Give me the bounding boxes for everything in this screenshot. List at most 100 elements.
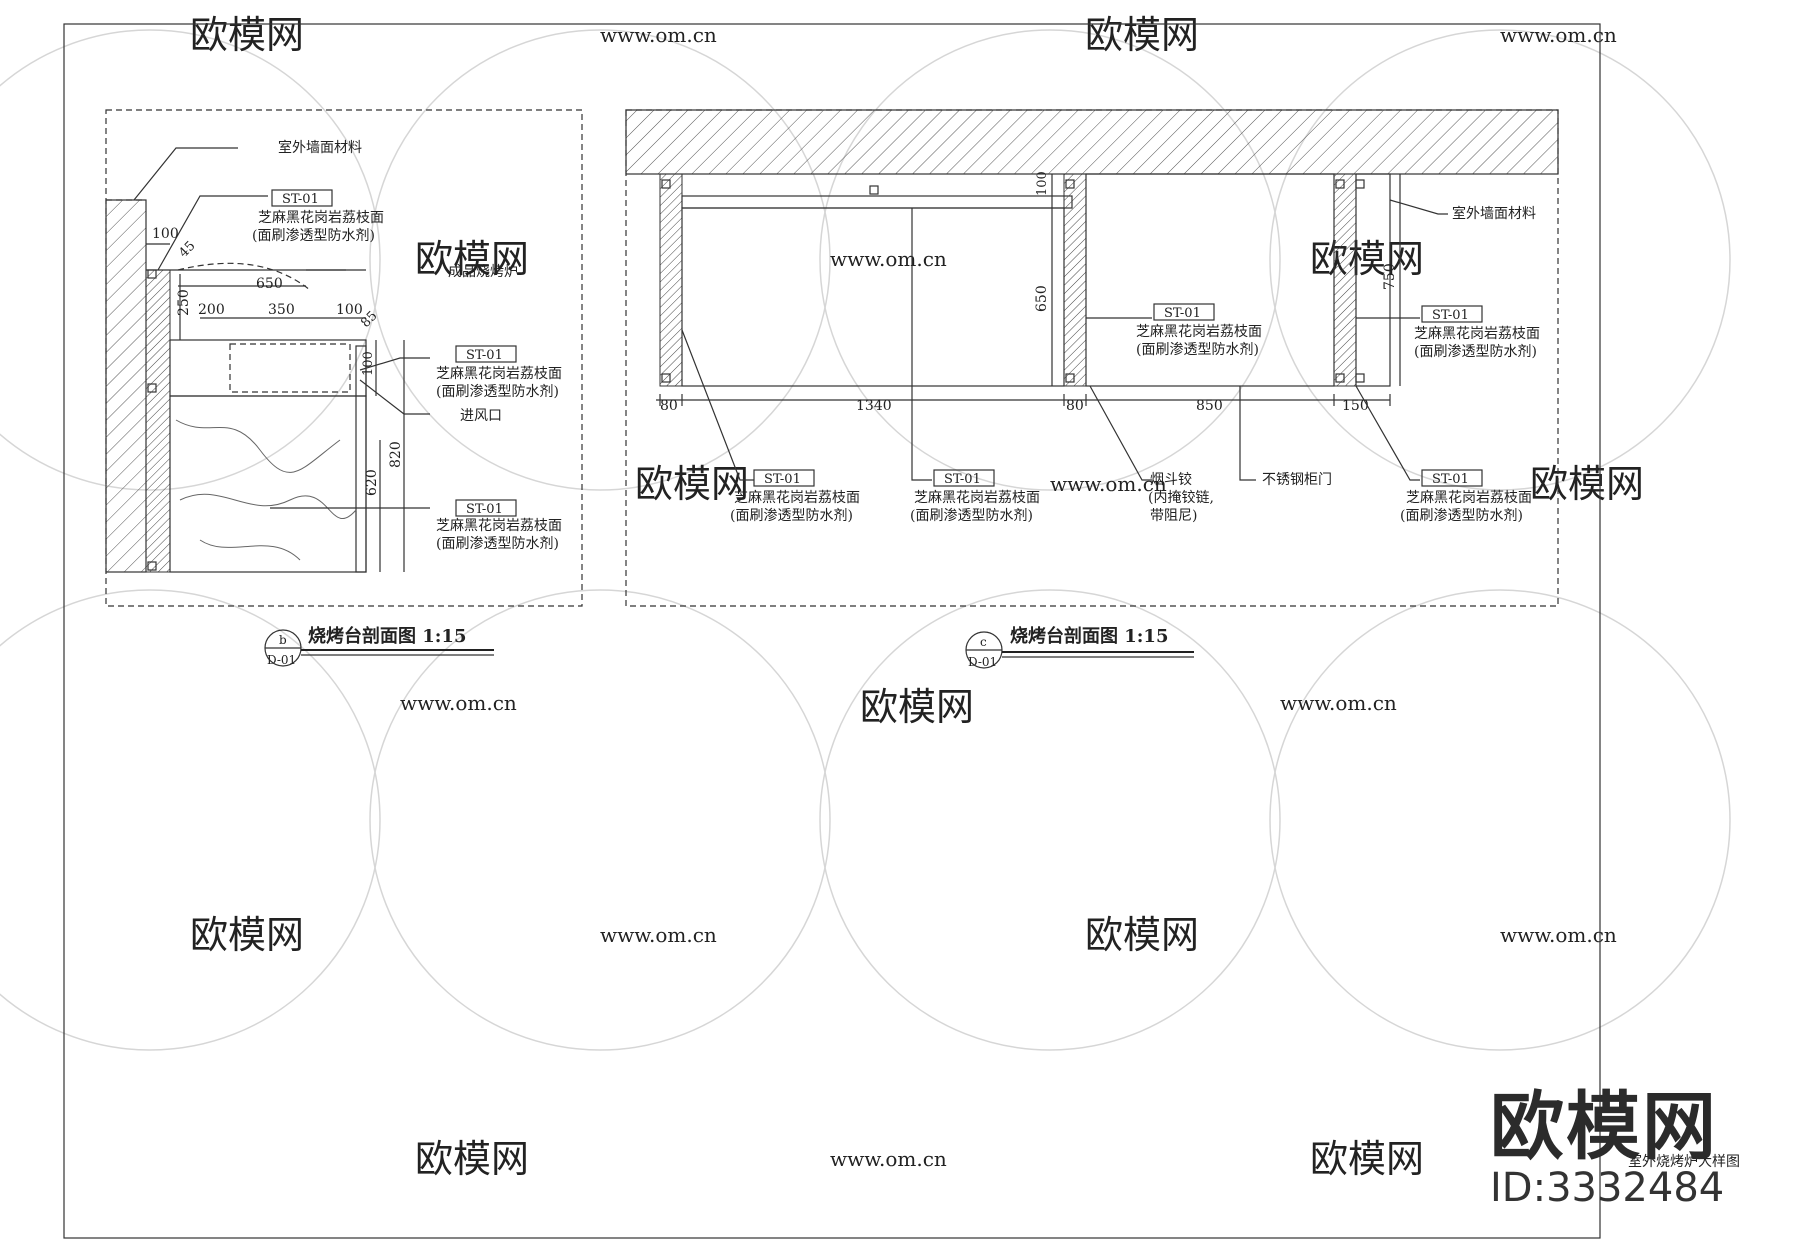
section-ref-bottom: D-01 <box>968 655 997 669</box>
section-title: 烧烤台剖面图 1:15 <box>1010 625 1168 647</box>
callout-line2: (面刷渗透型防水剂) <box>1400 508 1523 524</box>
callout-line1: 芝麻黑花岗岩荔枝面 <box>1414 326 1540 342</box>
callout-st01: ST-01 芝麻黑花岗岩荔枝面 (面刷渗透型防水剂) <box>1400 469 1532 524</box>
section-b-dimensions <box>146 243 405 572</box>
dim-150: 150 <box>1342 398 1369 414</box>
cabinet-top-panel <box>681 195 1073 209</box>
watermark-url: www.om.cn <box>1500 23 1617 47</box>
marble-vein <box>179 493 357 519</box>
callout-tag: ST-01 <box>944 472 981 487</box>
callout-line2: (面刷渗透型防水剂) <box>730 508 853 524</box>
label-hinge-2: (内掩铰链, <box>1148 490 1214 506</box>
callout-tag: ST-01 <box>466 502 503 517</box>
callout-st01: ST-01 芝麻黑花岗岩荔枝面 (面刷渗透型防水剂) <box>252 189 384 244</box>
support-post <box>355 345 367 573</box>
callout-line2: (面刷渗透型防水剂) <box>436 384 559 400</box>
section-title: 烧烤台剖面图 1:15 <box>308 625 466 647</box>
callout-tag: ST-01 <box>466 348 503 363</box>
callout-tag: ST-01 <box>1432 308 1469 323</box>
marble-vein <box>175 419 341 473</box>
dim-650: 650 <box>1034 285 1050 312</box>
callout-line1: 芝麻黑花岗岩荔枝面 <box>1136 324 1262 340</box>
dim-80-mid: 80 <box>1066 398 1084 414</box>
brand-id-label: ID:3332484 <box>1490 1165 1725 1211</box>
dim-1340: 1340 <box>856 398 892 414</box>
sheet-frame <box>63 23 1601 1239</box>
callout-line1: 芝麻黑花岗岩荔枝面 <box>914 490 1040 506</box>
callout-line1: 芝麻黑花岗岩荔枝面 <box>258 210 384 226</box>
dim-100: 100 <box>1035 171 1050 196</box>
section-ref-top: c <box>980 635 987 649</box>
callout-st01: ST-01 芝麻黑花岗岩荔枝面 (面刷渗透型防水剂) <box>730 469 860 524</box>
callout-tag: ST-01 <box>1164 306 1201 321</box>
leader-callout-c3 <box>681 329 754 481</box>
callout-st01: ST-01 芝麻黑花岗岩荔枝面 (面刷渗透型防水剂) <box>910 469 1040 524</box>
leader-hinge <box>1089 385 1152 481</box>
section-b: 100 45 650 250 200 350 100 85 100 820 62… <box>105 109 583 667</box>
callout-line1: 芝麻黑花岗岩荔枝面 <box>1406 490 1532 506</box>
callout-line1: 芝麻黑花岗岩荔枝面 <box>436 366 562 382</box>
callout-tag: ST-01 <box>1432 472 1469 487</box>
grill-hood-arc <box>177 262 311 291</box>
callout-line1: 芝麻黑花岗岩荔枝面 <box>436 518 562 534</box>
cabinet-interior <box>681 207 1065 387</box>
section-ref-top: b <box>279 633 287 647</box>
leader-callout-c4 <box>911 208 932 481</box>
leader-callout-mid <box>359 357 430 371</box>
dim-750: 750 <box>1382 263 1398 290</box>
dim-80-left: 80 <box>660 398 678 414</box>
ceiling-hatch <box>625 109 1559 175</box>
stone-cladding-left <box>145 269 171 573</box>
dim-45: 45 <box>176 239 198 261</box>
watermark-brand: 欧模网 <box>1085 913 1199 957</box>
watermark-brand: 欧模网 <box>635 462 749 506</box>
watermark-brand: 欧模网 <box>1310 1137 1424 1181</box>
section-b-title: b D-01 烧烤台剖面图 1:15 <box>264 625 494 667</box>
watermark-url: www.om.cn <box>600 923 717 947</box>
brand-badge: 欧模网 ID:3332484 <box>1490 1090 1740 1212</box>
watermark-url: www.om.cn <box>830 1147 947 1171</box>
section-c-title: c D-01 烧烤台剖面图 1:15 <box>965 625 1194 669</box>
callout-line2: (面刷渗透型防水剂) <box>436 536 559 552</box>
watermark-url: www.om.cn <box>600 23 717 47</box>
watermark-brand: 欧模网 <box>1085 13 1199 57</box>
exterior-wall-hatch <box>105 199 147 573</box>
dim-850: 850 <box>1196 398 1223 414</box>
watermark-url: www.om.cn <box>1050 472 1167 496</box>
watermark-texts: 欧模网 www.om.cn 欧模网 www.om.cn 欧模网 www.om.c… <box>190 13 1644 1181</box>
dim-620: 620 <box>364 469 380 496</box>
leader-callout-c5 <box>1355 385 1420 481</box>
cabinet-mid-wall <box>1063 173 1087 387</box>
cabinet-door-zone <box>1085 173 1335 387</box>
callout-line2: (面刷渗透型防水剂) <box>1136 342 1259 358</box>
callout-st01: ST-01 芝麻黑花岗岩荔枝面 (面刷渗透型防水剂) <box>1136 303 1262 358</box>
watermark-brand: 欧模网 <box>1530 462 1644 506</box>
leader-air-inlet <box>359 379 430 415</box>
callout-st01: ST-01 芝麻黑花岗岩荔枝面 (面刷渗透型防水剂) <box>1414 305 1540 360</box>
watermark-brand: 欧模网 <box>415 237 529 281</box>
leader-exterior-wall <box>1389 199 1448 215</box>
callout-line2: (面刷渗透型防水剂) <box>252 228 375 244</box>
label-exterior-wall: 室外墙面材料 <box>278 139 362 156</box>
watermark-brand: 欧模网 <box>415 1137 529 1181</box>
watermark-url: www.om.cn <box>830 247 947 271</box>
watermark-url: www.om.cn <box>1280 691 1397 715</box>
dim-100-top: 100 <box>152 226 179 242</box>
label-exterior-wall: 室外墙面材料 <box>1452 205 1536 222</box>
dim-200: 200 <box>198 302 225 318</box>
watermark-brand: 欧模网 <box>1310 237 1424 281</box>
counter-top <box>169 339 367 397</box>
dim-650: 650 <box>256 276 283 292</box>
watermark-brand: 欧模网 <box>190 13 304 57</box>
callout-tag: ST-01 <box>282 192 319 207</box>
callout-line2: (面刷渗透型防水剂) <box>910 508 1033 524</box>
label-finished-grill: 成品烧烤炉 <box>448 264 518 280</box>
exterior-wall-panel <box>1355 173 1391 387</box>
dim-100-v: 100 <box>361 351 376 376</box>
brand-logo-text: 欧模网 <box>1490 1084 1718 1170</box>
callout-tag: ST-01 <box>764 472 801 487</box>
callout-line2: (面刷渗透型防水剂) <box>1414 344 1537 360</box>
callout-line1: 芝麻黑花岗岩荔枝面 <box>734 490 860 506</box>
watermark-brand: 欧模网 <box>190 913 304 957</box>
callout-st01: ST-01 芝麻黑花岗岩荔枝面 (面刷渗透型防水剂) <box>436 499 562 552</box>
